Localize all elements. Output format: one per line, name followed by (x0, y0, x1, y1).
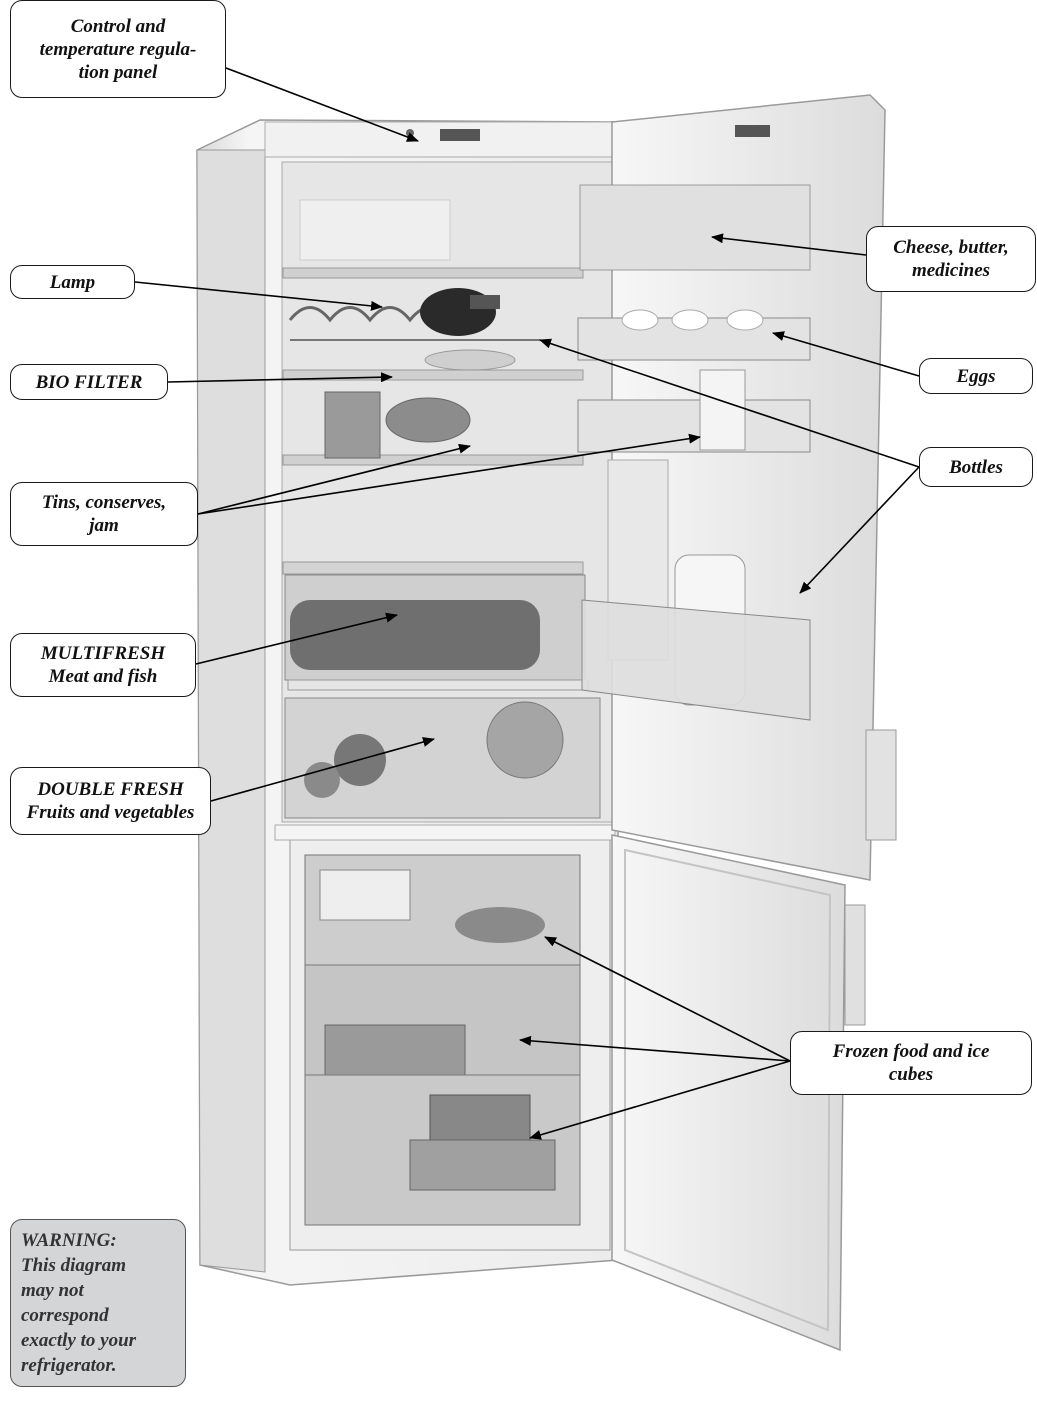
cheese-butter-medicines-label: Cheese, butter,medicines (866, 226, 1036, 292)
eggs-label: Eggs (919, 358, 1033, 394)
bottles-label: Bottles (919, 447, 1033, 487)
warning-note: WARNING: This diagram may not correspond… (10, 1219, 186, 1387)
freezer-door (611, 834, 866, 1352)
tins-conserves-jam-label: Tins, conserves,jam (10, 482, 198, 546)
fridge-door (577, 94, 897, 881)
lamp-label: Lamp (10, 265, 135, 299)
leader-lines (134, 67, 920, 1140)
bio-filter-label: BIO FILTER (10, 364, 168, 400)
